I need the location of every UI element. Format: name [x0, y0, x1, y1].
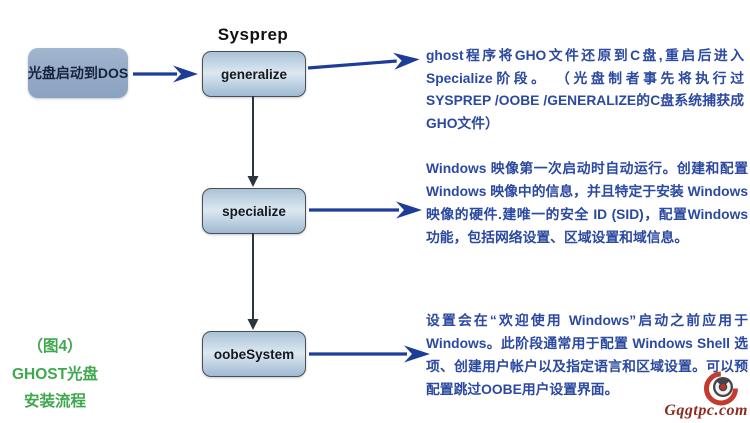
arrow-oobesystem-to-desc [309, 345, 430, 363]
site-logo-text: Gqgtpc.com [664, 402, 748, 419]
stage-label-specialize: specialize [222, 203, 286, 219]
stage-node-specialize: specialize [202, 188, 306, 234]
caption-line-3: 安装流程 [23, 393, 86, 410]
stage-desc-specialize: Windows 映像第一次启动时自动运行。创建和配置 Windows 映像中的信… [426, 161, 748, 245]
caption-line-2: GHOST光盘 [11, 365, 99, 383]
arrow-specialize-to-desc [309, 201, 422, 219]
connector-generalize-to-specialize [247, 96, 259, 187]
start-node-dos: 光盘启动到DOS [28, 48, 128, 98]
caption-line-1: （图4） [27, 338, 83, 355]
arrow-generalize-to-desc [307, 52, 420, 70]
stage-node-oobesystem: oobeSystem [202, 331, 306, 377]
diagram-title: Sysprep [217, 25, 289, 44]
stage-desc-generalize: ghost程序将GHO文件还原到C盘,重启后进入Specialize阶段。 （光… [426, 48, 744, 131]
stage-desc-oobesystem: 设置会在“欢迎使用 Windows”启动之前应用于 Windows。此阶段通常用… [426, 313, 748, 397]
target-g-logo-icon [704, 371, 738, 406]
stage-label-oobesystem: oobeSystem [213, 346, 295, 362]
connector-specialize-to-oobesystem [247, 233, 259, 330]
site-watermark: Gqgtpc.com [644, 370, 748, 420]
stage-label-generalize: generalize [220, 66, 288, 82]
figure-caption: （图4） GHOST光盘 安装流程 [0, 333, 110, 416]
arrow-start-to-generalize [133, 65, 198, 83]
start-node-label: 光盘启动到DOS [27, 65, 129, 81]
